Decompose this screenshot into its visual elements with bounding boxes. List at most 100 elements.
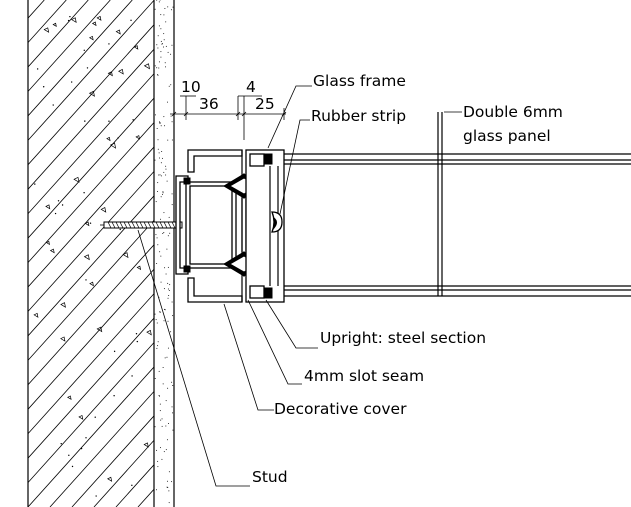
aggregate-dot <box>117 137 119 139</box>
plaster-dot <box>167 6 169 8</box>
hatch-line <box>28 0 45 19</box>
thread-line <box>155 221 160 229</box>
aggregate-mark <box>49 248 55 254</box>
aggregate-mark <box>109 142 117 149</box>
plaster-dot <box>160 196 162 198</box>
plaster-dot <box>164 62 166 64</box>
plaster-dot <box>161 458 163 460</box>
aggregate-mark <box>136 265 142 271</box>
plaster-dot <box>170 115 172 117</box>
aggregate-dot <box>130 19 132 22</box>
plaster-dot <box>163 46 165 48</box>
aggregate-dot <box>108 43 110 45</box>
plaster-dot <box>157 139 159 141</box>
aggregate-mark <box>83 254 90 261</box>
plaster-dot <box>158 67 160 69</box>
plaster-dot <box>157 74 159 76</box>
aggregate-dot <box>131 484 133 487</box>
plaster-dot <box>156 67 158 69</box>
plaster-dot <box>162 232 164 234</box>
plaster-dot <box>158 1 160 3</box>
label-glass-panel-line1: Double 6mm <box>463 103 563 121</box>
hatch-line <box>28 73 154 215</box>
plaster-dot <box>163 451 165 453</box>
dim-25: 25 <box>255 95 275 113</box>
plaster-dot <box>172 6 174 8</box>
thread-line <box>123 221 128 229</box>
plaster-dot <box>158 121 160 123</box>
plaster-dot <box>167 320 169 322</box>
plaster-dot <box>163 14 165 16</box>
aggregate-dot <box>108 120 110 122</box>
aggregate-mark <box>84 221 90 227</box>
aggregate-mark <box>78 414 84 420</box>
hatch-line <box>600 0 631 507</box>
plaster-dot <box>157 182 159 184</box>
plaster-dot <box>161 43 163 45</box>
hatch-line <box>28 244 154 386</box>
hatch-line <box>28 0 133 117</box>
plaster-dot <box>154 8 156 10</box>
plaster-dot <box>154 313 156 315</box>
plaster-dot <box>168 502 170 504</box>
plaster-dot <box>168 471 170 473</box>
plaster-dot <box>171 381 173 383</box>
hatch-line <box>226 0 631 507</box>
thread-line <box>111 221 116 229</box>
hatch-line <box>71 415 154 507</box>
aggregate-dot <box>94 416 96 418</box>
plaster-dot <box>172 315 174 317</box>
aggregate-dot <box>136 340 139 343</box>
plaster-dot <box>161 157 163 159</box>
aggregate-dot <box>71 465 74 468</box>
hatch-line <box>28 0 154 141</box>
hatch-line <box>402 0 631 507</box>
plaster-dot <box>165 66 167 68</box>
plaster-dot <box>164 309 166 311</box>
plaster-dot <box>171 121 173 123</box>
plaster-dot <box>167 297 169 299</box>
plaster-dot <box>167 282 169 284</box>
dim-36: 36 <box>199 95 219 113</box>
plaster-dot <box>154 159 156 161</box>
plaster-dot <box>172 429 174 431</box>
plaster-dot <box>169 232 171 234</box>
plaster-dot <box>165 273 167 275</box>
aggregate-mark <box>146 329 152 336</box>
plaster-dot <box>161 150 163 152</box>
aggregate-dot <box>135 332 138 335</box>
plaster-dot <box>159 447 161 449</box>
aggregate-dot <box>52 104 54 106</box>
aggregate-mark <box>45 204 51 210</box>
plaster-dot <box>154 65 156 67</box>
label-rubber-strip: Rubber strip <box>311 107 406 125</box>
plaster-dot <box>165 21 167 23</box>
plaster-dot <box>166 486 168 488</box>
aggregate-dot <box>83 192 85 194</box>
plaster-dot <box>158 370 160 372</box>
aggregate-dot <box>84 120 86 122</box>
bolt-thread <box>107 221 180 229</box>
dim-10: 10 <box>181 78 201 96</box>
hatch-line <box>49 390 154 507</box>
aggregate-mark <box>73 176 80 183</box>
label-upright: Upright: steel section <box>320 329 486 347</box>
aggregate-mark <box>107 71 113 77</box>
hatch-line <box>468 0 631 507</box>
plaster-dot <box>156 347 158 349</box>
plaster-dot <box>158 174 160 176</box>
thread-line <box>115 221 120 229</box>
hatch-line <box>446 0 631 507</box>
plaster-dot <box>158 157 160 159</box>
plaster-dot <box>160 125 162 127</box>
plaster-dot <box>157 35 159 37</box>
leader-lines <box>137 85 462 487</box>
hatch-line <box>28 0 67 44</box>
thread-line <box>119 221 124 229</box>
aggregate-dot <box>113 395 115 397</box>
plaster-dot <box>154 377 156 379</box>
plaster-dot <box>159 122 161 124</box>
